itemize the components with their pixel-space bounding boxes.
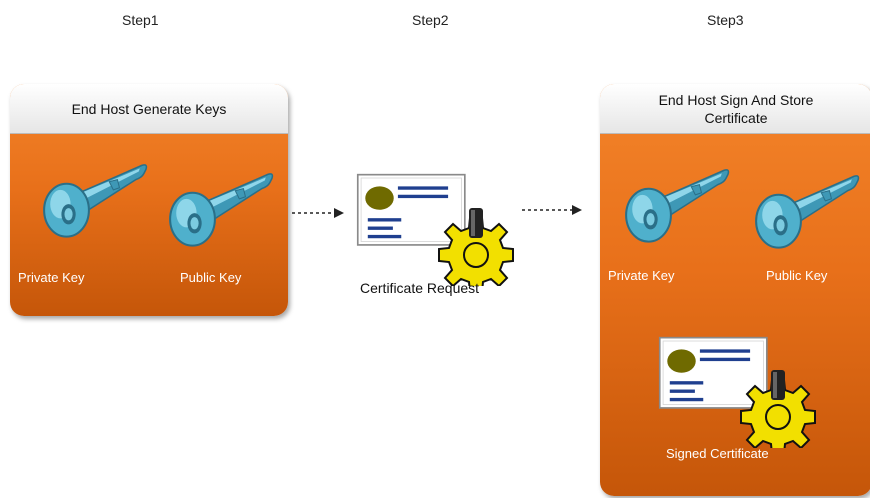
generate-keys-panel: End Host Generate Keys Private Key Publi… (10, 84, 288, 316)
signed-certificate-label: Signed Certificate (666, 446, 769, 461)
gear-icon (436, 206, 516, 286)
private-key-icon (38, 159, 150, 241)
private-key-icon (620, 164, 732, 246)
panel-title: End Host Generate Keys (10, 84, 288, 134)
dotted-arrow-icon (292, 208, 344, 218)
private-key-label: Private Key (18, 270, 85, 285)
gear-icon (738, 368, 818, 448)
sign-store-certificate-panel: End Host Sign And Store Certificate Priv… (600, 84, 870, 496)
public-key-label: Public Key (766, 268, 828, 283)
public-key-icon (750, 170, 862, 252)
panel-title: End Host Sign And Store Certificate (600, 84, 870, 134)
dotted-arrow-icon (522, 205, 582, 215)
public-key-label: Public Key (180, 270, 242, 285)
step1-label: Step1 (122, 12, 159, 28)
step2-label: Step2 (412, 12, 449, 28)
private-key-label: Private Key (608, 268, 675, 283)
certificate-request-label: Certificate Request (360, 280, 480, 296)
public-key-icon (164, 168, 276, 250)
step3-label: Step3 (707, 12, 744, 28)
